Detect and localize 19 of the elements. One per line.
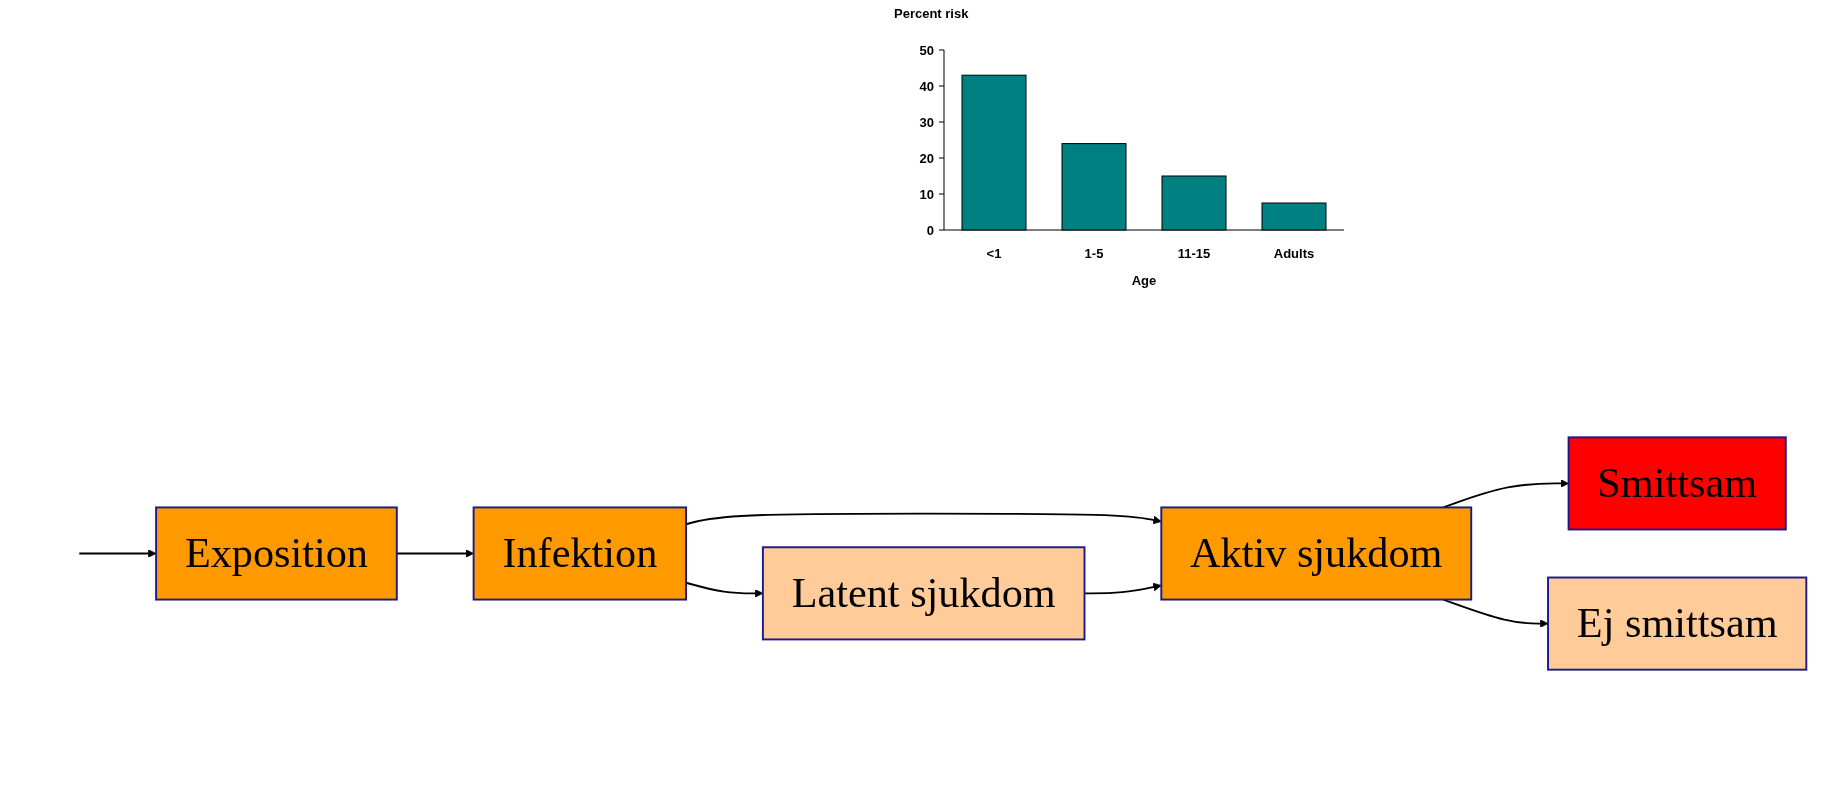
axis-title: Percent risk xyxy=(894,6,969,21)
node-box: Latent sjukdom xyxy=(761,546,1086,641)
arrow xyxy=(78,549,157,558)
category-label: <1 xyxy=(986,246,1002,261)
node-box: Ej smittsam xyxy=(1547,576,1808,671)
category-label: 1-5 xyxy=(1084,246,1104,261)
axis-title: Age xyxy=(1131,273,1157,288)
tick-label: 30 xyxy=(919,115,934,130)
node-box: Smittsam xyxy=(1567,436,1787,531)
tick-label: 40 xyxy=(919,79,934,94)
node-box: Exposition xyxy=(155,506,398,601)
tick-label: 50 xyxy=(919,43,934,58)
node-box: Infektion xyxy=(472,506,688,601)
node-box: Aktiv sjukdom xyxy=(1160,506,1473,601)
category-label: Adults xyxy=(1273,246,1315,261)
tick-label: 20 xyxy=(919,151,934,166)
tick-label: 10 xyxy=(919,187,934,202)
category-label: 11-15 xyxy=(1177,246,1211,261)
tick-label: 0 xyxy=(926,223,934,238)
